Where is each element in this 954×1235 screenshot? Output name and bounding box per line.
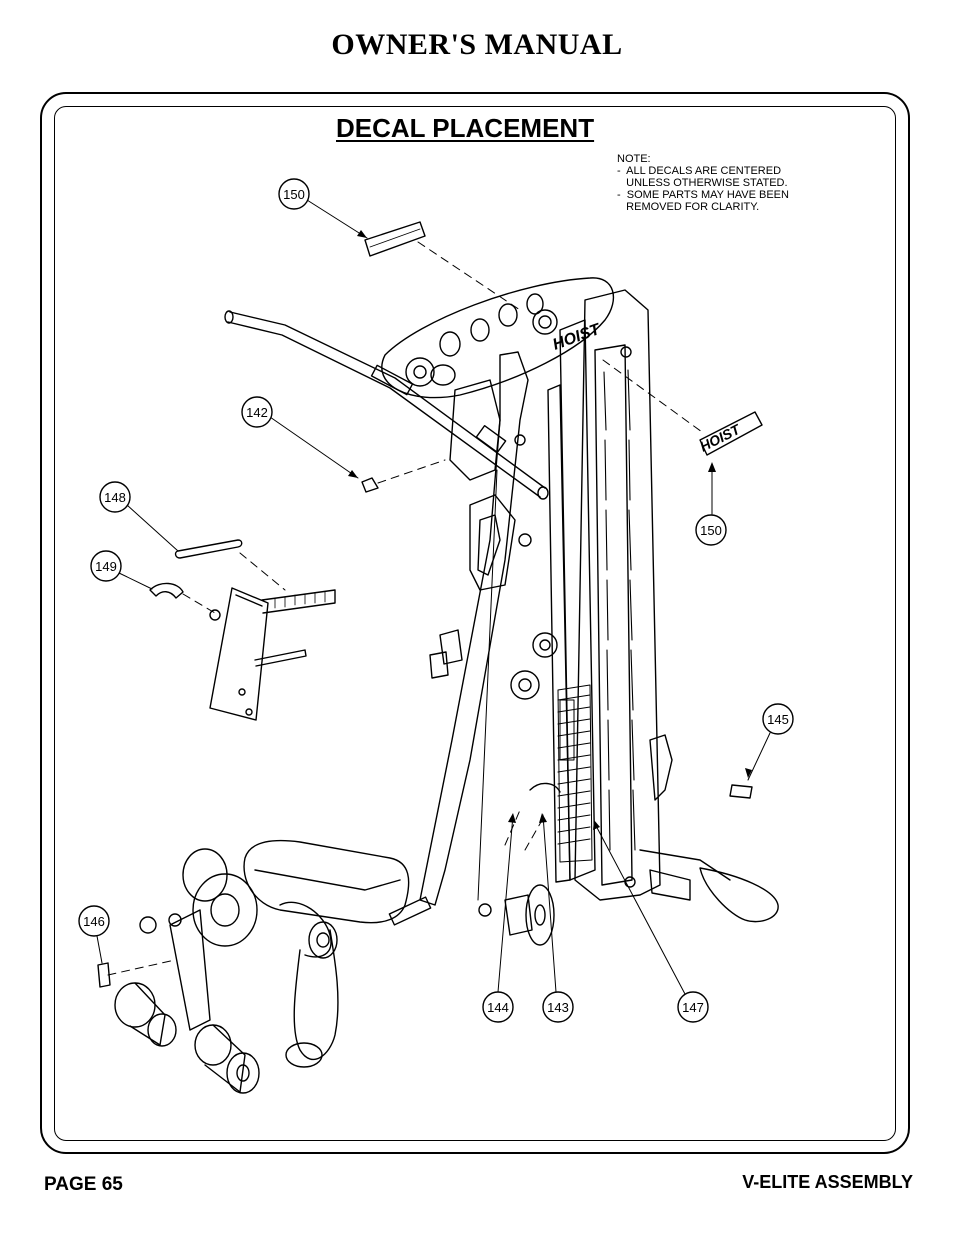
callout-148: 148 — [104, 490, 126, 505]
center-arm — [419, 351, 532, 906]
callout-142: 142 — [246, 405, 268, 420]
leader-lines — [96, 199, 771, 995]
callout-numbers: 150 142 148 149 150 145 146 144 143 147 — [83, 187, 789, 1015]
base-tube — [285, 929, 339, 1068]
decal-146 — [97, 962, 111, 988]
manual-title: OWNER'S MANUAL — [331, 28, 623, 61]
callout-150-top: 150 — [283, 187, 305, 202]
callout-143: 143 — [547, 1000, 569, 1015]
decal-142 — [361, 477, 379, 493]
decal-150-logo: HOIST — [697, 411, 763, 456]
callout-145: 145 — [767, 712, 789, 727]
note-line: - SOME PARTS MAY HAVE BEEN — [617, 189, 789, 201]
lower-pulley — [388, 782, 561, 946]
seat-back-plate — [209, 587, 336, 721]
weight-plates — [557, 684, 593, 863]
leg-roller-rear — [182, 848, 338, 959]
callout-150-logo: 150 — [700, 523, 722, 538]
note-block: NOTE: - ALL DECALS ARE CENTERED UNLESS O… — [617, 153, 789, 213]
leader-arrows — [348, 230, 752, 830]
callout-149: 149 — [95, 559, 117, 574]
placement-lines — [107, 241, 703, 976]
mid-pulley — [429, 629, 558, 700]
seat-pad — [243, 839, 410, 924]
decal-149 — [149, 582, 184, 599]
hoist-logo-housing: HOIST — [551, 321, 604, 354]
diagram-frame-inner — [54, 106, 896, 1141]
diagram-frame-outer — [40, 92, 910, 1154]
note-line: - ALL DECALS ARE CENTERED — [617, 165, 782, 177]
decal-150-top — [364, 221, 426, 257]
callout-147: 147 — [682, 1000, 704, 1015]
callout-144: 144 — [487, 1000, 509, 1015]
note-line: REMOVED FOR CLARITY. — [617, 201, 760, 213]
note-heading: NOTE: — [617, 153, 651, 165]
decal-145 — [729, 784, 753, 799]
top-pulley-housing: HOIST — [381, 277, 615, 399]
section-footer: V-ELITE ASSEMBLY — [742, 1172, 913, 1192]
section-title: DECAL PLACEMENT — [336, 113, 595, 143]
weight-stack-tower — [547, 289, 661, 901]
callout-circles — [78, 178, 794, 1023]
decal-148 — [174, 539, 243, 559]
page-number: PAGE 65 — [44, 1174, 123, 1195]
hoist-logo-decal: HOIST — [697, 420, 744, 454]
callout-146: 146 — [83, 914, 105, 929]
foot-stand — [639, 734, 779, 923]
lat-bar — [224, 310, 549, 500]
note-line: UNLESS OTHERWISE STATED. — [617, 177, 788, 189]
leg-roller-front — [114, 909, 260, 1094]
